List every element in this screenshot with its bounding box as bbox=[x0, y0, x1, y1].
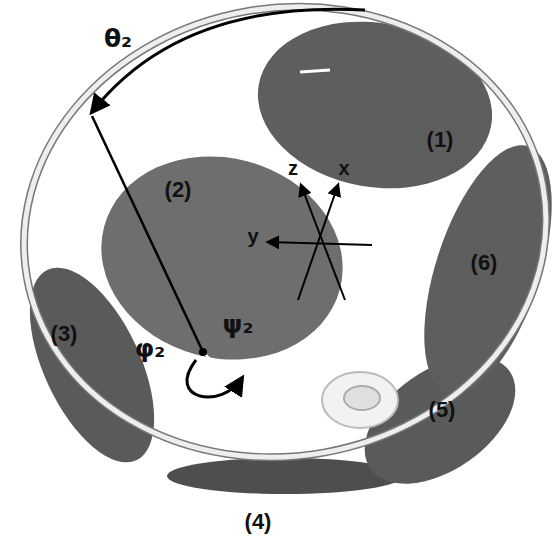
callout-number: (3) bbox=[51, 321, 78, 347]
callout-number: (5) bbox=[429, 397, 456, 423]
patch bbox=[245, 4, 506, 206]
axis-label: z bbox=[288, 157, 298, 180]
axis-arrow bbox=[268, 242, 372, 245]
callout-number: (6) bbox=[471, 250, 498, 276]
patch bbox=[398, 130, 557, 409]
ring bbox=[0, 0, 557, 498]
angle-arc bbox=[92, 9, 365, 112]
ring bbox=[0, 0, 557, 498]
angle-arc bbox=[187, 360, 242, 397]
leader-line bbox=[92, 116, 203, 352]
cap bbox=[322, 372, 398, 428]
callout-number: (4) bbox=[245, 509, 272, 535]
point bbox=[199, 348, 207, 356]
cap bbox=[344, 386, 380, 410]
axis-label: x bbox=[338, 157, 349, 180]
axis-label: y bbox=[247, 225, 258, 248]
patch-mark bbox=[300, 70, 330, 72]
angle-label: ψ₂ bbox=[223, 310, 254, 339]
callout-number: (1) bbox=[427, 127, 454, 153]
callout-number: (2) bbox=[165, 177, 192, 203]
angle-label: θ₂ bbox=[104, 24, 132, 53]
angle-label: φ₂ bbox=[135, 334, 166, 363]
leader-line bbox=[203, 352, 252, 402]
